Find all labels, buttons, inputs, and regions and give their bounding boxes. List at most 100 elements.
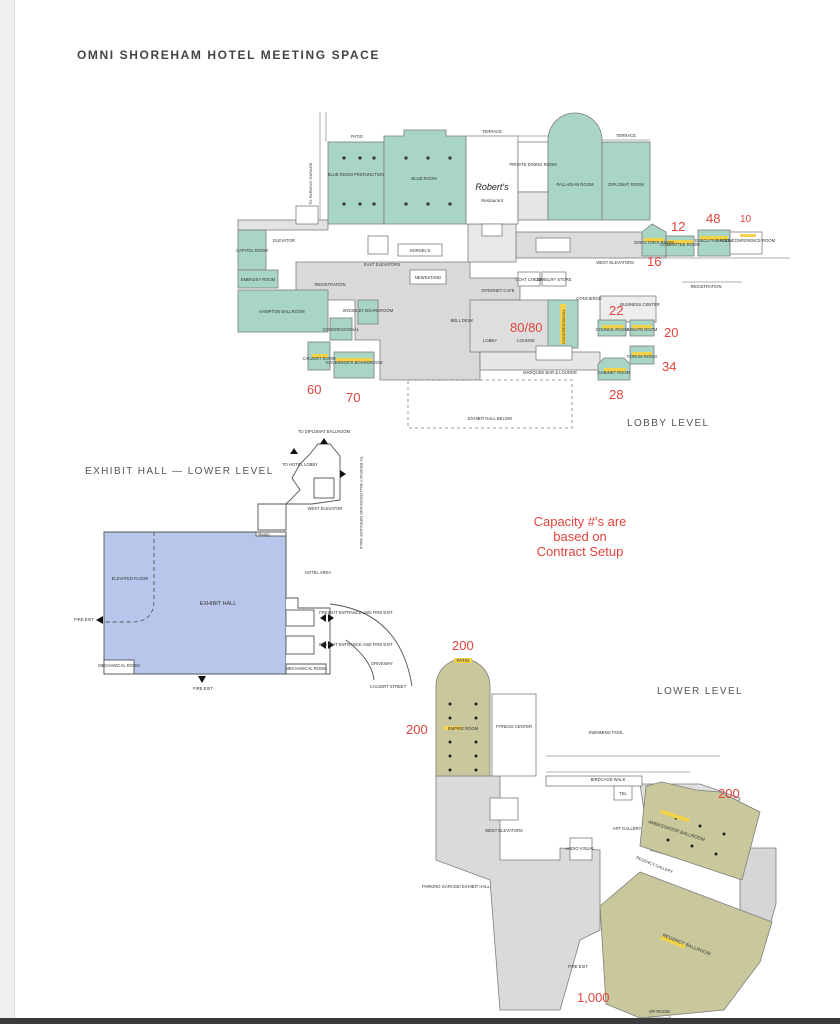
lower-highlight-bands [444,658,690,949]
capacity-executive: 48 [706,211,721,226]
pool-label: SWIMMING POOL [588,730,624,735]
west-elevator-box [313,477,335,499]
restaurant-label: Restaurant [481,198,504,203]
calvert-street-label: CALVERT STREET [370,684,407,689]
marquee-label: MARQUEE BAR & LOUNGE [523,370,577,375]
west-elevators-box [489,797,519,821]
fire-exit-bottom-label: FIRE EXIT [193,686,213,691]
capacity-directors: 16 [647,254,662,269]
west-elevators-lower-label: WEST ELEVATORS [485,828,523,833]
to-parking-label: TO PARKING GARAGE [308,162,313,205]
capacity-cabinet: 28 [609,387,624,402]
capacity-forum: 34 [662,359,677,374]
driveway-curve [329,603,413,687]
exhibit-below-label: EXHIBIT HALL BELOW [468,416,512,421]
presidential-boardroom [329,317,353,341]
woodley-label: WOODLEY BOARDROOM [343,308,394,313]
jewelry-store-label: JEWELRY STORE [536,277,571,282]
capacity-sales: 10 [740,214,752,225]
parking-label: PARKING GARAGE/ EXHIBIT HALL [422,884,490,889]
calvert-label: CALVERT ROOM [302,356,336,361]
exhibit-level-plan [103,443,413,687]
tel-label: TEL [619,791,627,796]
calvert-street-curve [345,639,375,681]
patio-lower-label: PATIO [457,658,470,663]
elevated-floor-label: ELEVATED FLOOR [112,576,149,581]
senate-label: SENATE ROOM [627,327,658,332]
registration-label: REGISTRATION [314,282,345,287]
freight-arrow-1b [328,614,334,622]
page-title: OMNI SHOREHAM HOTEL MEETING SPACE [77,48,381,62]
newsstand-label: NEWSSTAND [415,275,441,280]
robert-label: Robert's [475,182,509,192]
governors-label: GOVERNOR'S BOARDROOM [325,360,383,365]
exhibit-labels: EXHIBIT HALL ELEVATED FLOOR MECHANICAL R… [74,429,407,691]
capacity-empire: 200 [406,722,428,737]
elevator-label: ELEVATOR [273,238,295,243]
freight-entrance-2 [285,635,315,655]
fitness-center [491,693,537,777]
freight-arrow-2b [328,641,334,649]
capacity-committee: 12 [671,219,686,234]
blue-room-prefunction [327,141,385,225]
lower-level-plan [435,658,777,1019]
to-hotel-lobby-label: TO HOTEL LOBBY [282,462,318,467]
vip-room-label: VIP ROOM [649,1009,670,1014]
capitol-room [237,229,267,271]
blue-room-label: BLUE ROOM [411,176,437,181]
lobby-west-corridor [237,219,329,231]
elevated-floor-line [104,532,155,623]
capacity-calvert: 60 [307,382,322,397]
lobby-level-plan [237,112,790,429]
freight-entrance-1 [285,609,315,627]
empire-label: EMPIRE ROOM [448,726,479,731]
east-elevators-label: EAST ELEVATORS [364,262,401,267]
council-label: COUNCIL ROOM [596,327,629,332]
terrace-label: TERRACE [482,129,502,134]
internet-cafe-label: INTERNET CAFE [481,288,514,293]
column-dots [342,156,452,206]
fire-exit-bottom-arrow [198,676,206,683]
fitness-label: FITNESS CENTER [496,724,532,729]
business-center-label: BUSINESS CENTER [620,302,660,307]
woodley-boardroom [357,299,379,325]
concierge-label: CONCIERGE [576,296,602,301]
capacity-ambassador: 200 [718,786,740,801]
forum-label: FORUM ROOM [627,354,657,359]
audio-visual-room [569,837,593,861]
fire-exit-left-label: FIRE EXIT [74,617,94,622]
sales-conference-room [729,231,763,255]
lobby-highlight-bands [312,234,756,372]
private-dining-room [517,141,549,193]
birdcage-walk [545,775,643,787]
congressional-label: CONGRESSIONAL [561,308,566,344]
diplomat-label: DIPLOMAT ROOM [608,182,644,187]
empire-dots [448,702,478,772]
birdcage-label: BIRDCAGE WALK [591,777,626,782]
embassy-label: EMBASSY ROOM [241,277,276,282]
jewelry-store [541,271,567,287]
bell-desk-label: BELL DESK [451,318,474,323]
capacity-congressional: 80/80 [510,320,543,335]
exhibit-level-title: EXHIBIT HALL — LOWER LEVEL [85,466,274,477]
capacity-note: Capacity #'s are based on Contract Setup [533,514,627,559]
diplomat-room [601,141,651,221]
hotel-area-label: HOTEL AREA [305,570,331,575]
lobby-stair-restaurant [481,223,503,237]
to-regency-label: TO REGENCY BALLROOM AND BIRDCAGE WALK [359,456,364,550]
patio-label: PATIO [351,134,364,139]
exhibit-hall-below-outline [407,379,573,429]
exhibit-hall [103,531,287,675]
ambassador-ballroom [639,781,761,881]
executive-label: EXECUTIVE ROOM [695,238,733,243]
to-diplomat-arrow [320,438,328,444]
lobby-labels: BLUE ROOM PREFUNCTION BLUE ROOM PALLADIA… [236,129,776,421]
capacity-senate: 20 [664,325,679,340]
lobby-stair-mid [367,235,389,255]
coat-check-label: COAT CHECK [515,277,542,282]
capacity-governors: 70 [346,390,361,405]
regency-ballroom [599,871,773,1019]
capitol-label: CAPITOL ROOM [236,248,268,253]
mech1-label: MECHANICAL ROOM [98,663,140,668]
